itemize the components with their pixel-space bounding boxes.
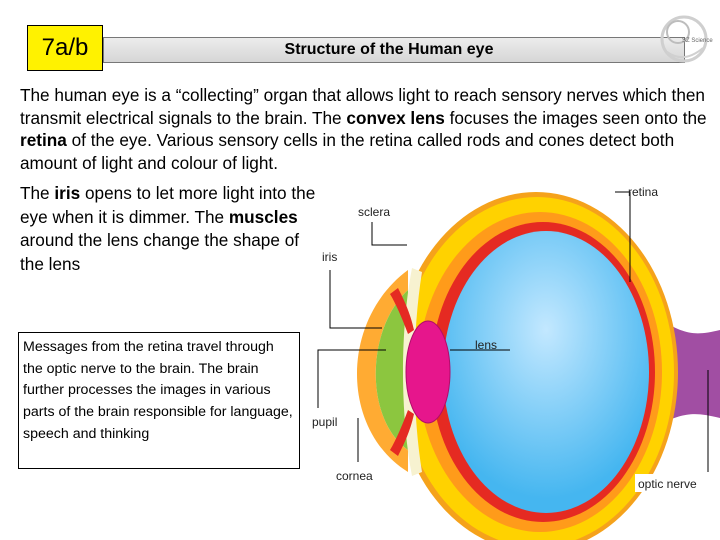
side-text-1: The xyxy=(20,183,55,203)
term-iris: iris xyxy=(54,183,81,203)
logo-text: SZ Science xyxy=(682,38,713,44)
label-retina: retina xyxy=(628,185,658,199)
retina-pointer xyxy=(615,191,631,282)
label-cornea: cornea xyxy=(336,469,373,483)
iris-pointer xyxy=(329,270,382,329)
iris-upper-shape xyxy=(390,288,414,334)
label-iris: iris xyxy=(322,250,337,264)
sclera-pointer xyxy=(371,222,407,246)
label-lens: lens xyxy=(475,338,497,352)
side-text-3: around the lens change the shape of the … xyxy=(20,230,300,274)
label-pupil: pupil xyxy=(312,415,337,429)
intro-paragraph: The human eye is a “collecting” organ th… xyxy=(20,84,720,174)
optic-nerve-label-bg xyxy=(635,474,711,492)
label-sclera: sclera xyxy=(358,205,390,219)
iris-paragraph: The iris opens to let more light into th… xyxy=(20,182,320,276)
lesson-code-box: 7a/b xyxy=(27,25,103,71)
term-retina: retina xyxy=(20,130,67,150)
page-title: Structure of the Human eye xyxy=(284,41,494,58)
lesson-code: 7a/b xyxy=(41,34,89,61)
term-muscles: muscles xyxy=(228,206,298,227)
school-logo-icon xyxy=(660,15,708,63)
intro-text-3: of the eye. Various sensory cells in the… xyxy=(20,130,675,173)
label-optic-nerve: optic nerve xyxy=(638,477,697,491)
lens-shape xyxy=(405,320,451,424)
pupil-pointer xyxy=(317,349,386,408)
message-text: Messages from the retina travel through … xyxy=(23,339,293,442)
iris-lower-shape xyxy=(390,410,414,456)
eye-diagram: retina sclera iris lens pupil cornea opt… xyxy=(312,185,720,540)
intro-text-2: focuses the images seen onto the xyxy=(444,107,707,128)
side-text-2: opens to let more light into the eye whe… xyxy=(20,183,316,227)
intro-text-1: The human eye is a “collecting” organ th… xyxy=(20,85,705,128)
vitreous-shape xyxy=(443,231,649,513)
title-bar: Structure of the Human eye xyxy=(103,37,685,63)
message-box: Messages from the retina travel through … xyxy=(18,332,300,469)
cornea-shape xyxy=(357,270,408,472)
aqueous-shape xyxy=(375,290,408,450)
term-convex-lens: convex lens xyxy=(346,107,445,128)
